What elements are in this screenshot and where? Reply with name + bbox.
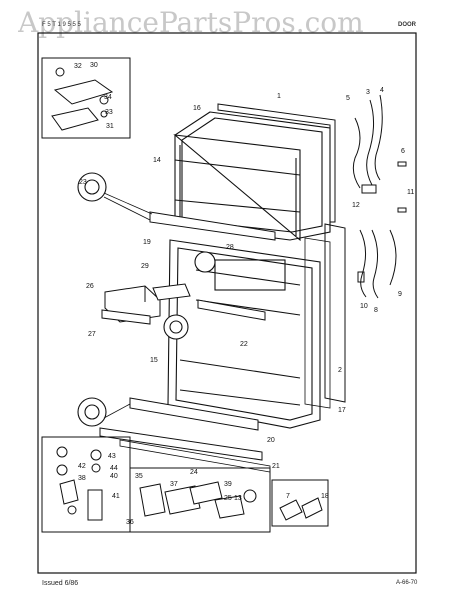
bottom-hinge-parts (56, 446, 103, 521)
bottom-parts-inset (129, 467, 271, 533)
top-hinge-parts (51, 67, 114, 131)
fresh-food-door (167, 239, 321, 429)
header-right: DOOR (398, 22, 416, 28)
issued-note: Issued 6/86 (42, 580, 79, 587)
callout-1: 1 (277, 93, 281, 100)
callout-37: 37 (170, 481, 178, 488)
bottom-right-inset (271, 479, 329, 527)
callout-18: 18 (321, 493, 329, 500)
callout-3: 3 (366, 89, 370, 96)
callout-44: 44 (110, 465, 118, 472)
callout-20: 20 (267, 437, 275, 444)
hinge-parts (352, 94, 407, 299)
callout-17: 17 (338, 407, 346, 414)
callout-26: 26 (86, 283, 94, 290)
callout-39: 39 (224, 481, 232, 488)
callout-14: 14 (153, 157, 161, 164)
callout-30: 30 (90, 62, 98, 69)
callout-16: 16 (193, 105, 201, 112)
bottom-parts (139, 481, 257, 519)
callout-25: 25 (224, 495, 232, 502)
detail-circles (77, 172, 216, 427)
callout-22: 22 (240, 341, 248, 348)
callout-11: 11 (407, 189, 414, 196)
lower-shelf-bar (129, 397, 259, 431)
butter-lid (152, 283, 191, 301)
page-frame (37, 32, 417, 574)
bottom-right-parts (279, 497, 323, 521)
callout-31: 31 (106, 123, 114, 130)
callout-28: 28 (226, 244, 234, 251)
callout-12: 12 (352, 202, 360, 209)
callout-34: 34 (104, 94, 112, 101)
callout-15: 15 (150, 357, 158, 364)
callout-43: 43 (108, 453, 116, 460)
bottom-hinge-inset (41, 436, 131, 533)
bottom-trim (99, 427, 263, 461)
callout-10: 10 (360, 303, 368, 310)
callout-2: 2 (338, 367, 342, 374)
callout-27: 27 (88, 331, 96, 338)
callout-32: 32 (74, 63, 82, 70)
fresh-food-gasket (324, 223, 346, 403)
callout-5: 5 (346, 95, 350, 102)
callout-21: 21 (272, 463, 280, 470)
callout-33: 33 (105, 109, 113, 116)
callout-24: 24 (190, 469, 198, 476)
top-hinge-inset (41, 57, 131, 139)
callout-23: 23 (79, 179, 87, 186)
callout-4: 4 (380, 87, 384, 94)
callout-36: 36 (126, 519, 134, 526)
callout-6: 6 (401, 148, 405, 155)
callout-13: 13 (234, 495, 242, 502)
butter-compartment (101, 285, 161, 325)
diagram-code: A-66-70 (396, 580, 418, 586)
header-left: F 5 T 1 9 5 5 5 (42, 22, 81, 28)
callout-19: 19 (143, 239, 151, 246)
callout-8: 8 (374, 307, 378, 314)
callout-40: 40 (110, 473, 118, 480)
callout-35: 35 (135, 473, 143, 480)
callout-38: 38 (78, 475, 86, 482)
freezer-gasket (217, 103, 336, 223)
callout-41: 41 (112, 493, 120, 500)
callout-9: 9 (398, 291, 402, 298)
door-shelf-bar (197, 299, 266, 321)
callout-42: 42 (78, 463, 86, 470)
freezer-shelf-bar (149, 211, 276, 241)
callout-29: 29 (141, 263, 149, 270)
callout-7: 7 (286, 493, 290, 500)
